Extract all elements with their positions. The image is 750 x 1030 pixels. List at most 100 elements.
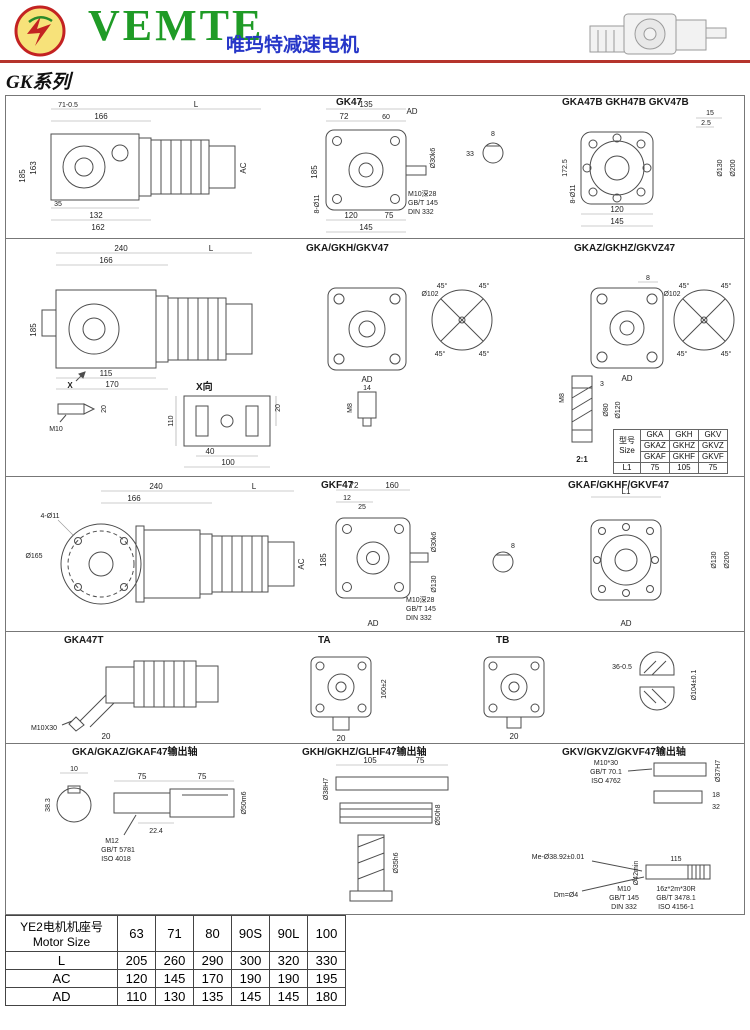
dim-label: 120 [344, 211, 358, 220]
view-arrow-label: X [67, 381, 73, 390]
dim-label: Ø200 [724, 551, 731, 568]
dim-label: M8 [347, 403, 354, 413]
dim-label: Ø200 [730, 159, 737, 176]
gearbox-illustration [589, 13, 727, 55]
series-label: GK系列 [6, 72, 71, 93]
value-cell: 320 [269, 951, 308, 970]
gk47-dim-lines [51, 108, 261, 221]
dim-label: 110 [168, 415, 175, 426]
dim-label: 18 [712, 792, 720, 799]
dim-label: Ø50h8 [435, 804, 442, 825]
brand-name: VEMTE [88, 1, 265, 50]
gkaz47-front-view [590, 287, 664, 369]
size-cell: GKH [668, 429, 700, 441]
dim-label: L [252, 482, 257, 491]
gkv-output-shaft-drawing [581, 762, 711, 892]
dim-label: 170 [105, 380, 119, 389]
shaft-key-detail [357, 391, 377, 427]
row-gka-gkh-gkv47: GKA/GKH/GKV47 GKAZ/GKHZ/GKVZ47 X向 240 16… [29, 243, 735, 468]
gk47-front-dim-lines [326, 108, 406, 233]
dim-label: 240 [114, 244, 128, 253]
motor-size-header-cn: YE2电机机座号 [20, 920, 103, 934]
section-title: TB [496, 635, 509, 646]
foot-mounting-view [183, 395, 271, 447]
dim-label: 20 [101, 405, 108, 413]
dim-label: 45° [437, 282, 448, 290]
gka47-front-view [327, 287, 407, 371]
value-cell: 195 [307, 969, 346, 988]
dim-label: 71-0.5 [58, 102, 78, 109]
gka-output-dim-lines [60, 772, 234, 824]
gkf47-dim-lines [57, 490, 294, 537]
note-label: GB/T 70.1 [590, 769, 622, 776]
value-cell: 110 [117, 987, 156, 1006]
note-label: GB/T 145 [408, 200, 438, 207]
table-row: L1 75 105 75 [613, 462, 728, 474]
row-divider [6, 743, 744, 744]
section-title: GKA47T [64, 635, 103, 646]
dim-label: Ø37H7 [715, 760, 722, 782]
dim-label: L1 [622, 487, 631, 496]
dim-label: 72 [340, 112, 349, 121]
dim-label: AC [297, 558, 306, 569]
dim-label: 172.5 [562, 159, 569, 177]
motor-size-header-en: Motor Size [32, 935, 91, 949]
section-title: GKA/GKAZ/GKAF47输出轴 [72, 745, 198, 758]
row-divider [6, 631, 744, 632]
note-label: GB/T 5781 [101, 847, 135, 854]
section-title: X向 [196, 380, 213, 393]
dim-label: 4-Ø11 [41, 513, 60, 520]
section-title: GKAZ/GKHZ/GKVZ47 [574, 243, 676, 254]
dim-label: 45° [679, 282, 690, 290]
dim-label: 120 [610, 205, 624, 214]
size-cell: 105 [668, 462, 700, 474]
size-cell: GKAF [640, 451, 670, 463]
row-gka47t: GKA47T TA TB M10X30 20 20 160±2 [31, 635, 698, 743]
dim-label: 162 [91, 223, 105, 232]
gk47-side-view [50, 133, 236, 201]
dim-label: 25 [358, 504, 366, 511]
gka47-side-view [41, 289, 253, 382]
gkaf47-shaft-end-view [492, 551, 514, 573]
table-row: GKAF GKHF GKVF [614, 451, 728, 463]
bolt-circle-diagram-2 [673, 289, 735, 351]
dim-label: 15 [706, 110, 714, 117]
value-cell: 290 [193, 951, 232, 970]
dim-label: 8 [491, 131, 495, 138]
frame-size-col: 90S [231, 915, 270, 952]
value-cell: 120 [117, 969, 156, 988]
dim-label: Ø130 [431, 575, 438, 592]
dim-label: Ø30k6 [430, 148, 437, 169]
dim-label: 10 [70, 766, 78, 773]
dim-label: 160 [385, 481, 399, 490]
value-cell: 205 [117, 951, 156, 970]
value-cell: 135 [193, 987, 232, 1006]
gka-output-shaft-drawing [56, 785, 235, 836]
input-shaft-detail [57, 403, 96, 423]
dim-label: 20 [102, 732, 111, 741]
table-row: L 205 260 290 300 320 330 [5, 951, 346, 970]
note-label: GB/T 145 [609, 895, 639, 902]
dim-label: 20 [510, 732, 519, 741]
dim-label: AD [620, 619, 631, 628]
dim-label: 115 [670, 856, 681, 863]
table-row: AC 120 145 170 190 190 195 [5, 969, 346, 988]
dim-label: 36-0.5 [612, 664, 632, 671]
dim-label: 185 [18, 169, 27, 183]
dim-label: Ø102 [663, 291, 680, 298]
dim-label: 45° [677, 350, 688, 358]
note-label: ISO 4018 [101, 856, 131, 863]
frame-size-col: 90L [269, 915, 308, 952]
dim-label: 145 [359, 223, 373, 232]
dim-label: 8-Ø11 [314, 194, 321, 213]
dim-label: 45° [479, 350, 490, 358]
frame-size-col: 100 [307, 915, 346, 952]
gkaf47-flange-view [590, 519, 662, 601]
note-label: DIN 332 [406, 615, 432, 622]
value-cell: 145 [231, 987, 270, 1006]
value-cell: 145 [155, 969, 194, 988]
dim-label: 132 [89, 211, 103, 220]
brand-logo [14, 5, 66, 57]
note-label: 16z*2m*30R [656, 886, 695, 893]
